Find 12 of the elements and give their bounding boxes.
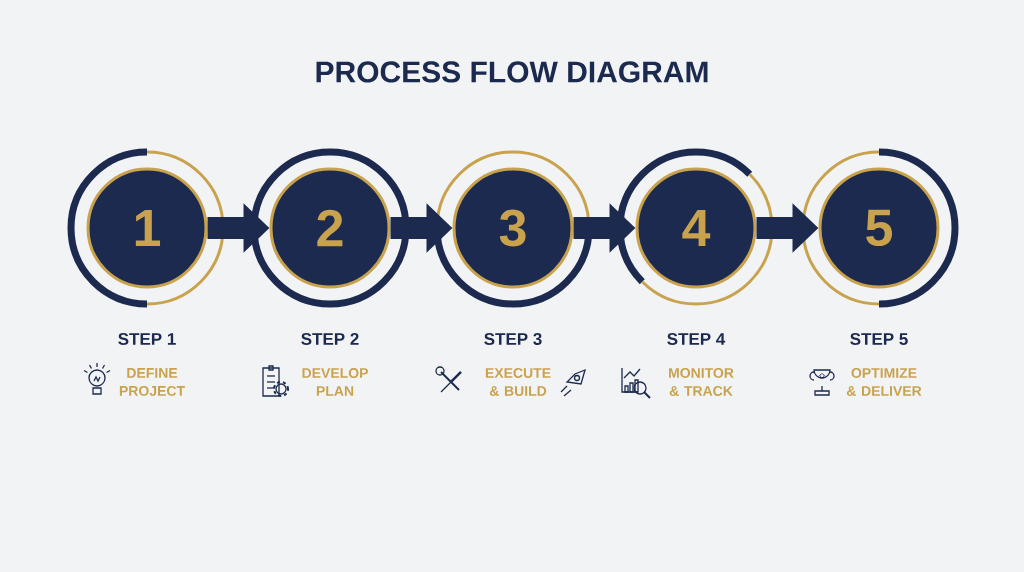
step-label: STEP 3 bbox=[484, 332, 542, 345]
step-caption: DEFINE PROJECT bbox=[119, 368, 185, 396]
step-caption: OPTIMIZE & DELIVER bbox=[846, 368, 922, 396]
step-caption: DEVELOP PLAN bbox=[302, 368, 368, 396]
step-label: STEP 4 bbox=[667, 332, 726, 345]
step-caption: MONITOR & TRACK bbox=[669, 368, 734, 396]
step-circle: 2 bbox=[250, 148, 410, 308]
title: PROCESS FLOW DIAGRAM bbox=[316, 61, 708, 83]
step-label: STEP 5 bbox=[850, 332, 908, 345]
step-caption: EXECUTE & BUILD bbox=[485, 368, 551, 396]
step-label: STEP 2 bbox=[301, 332, 359, 345]
step-label: STEP 1 bbox=[118, 332, 176, 345]
